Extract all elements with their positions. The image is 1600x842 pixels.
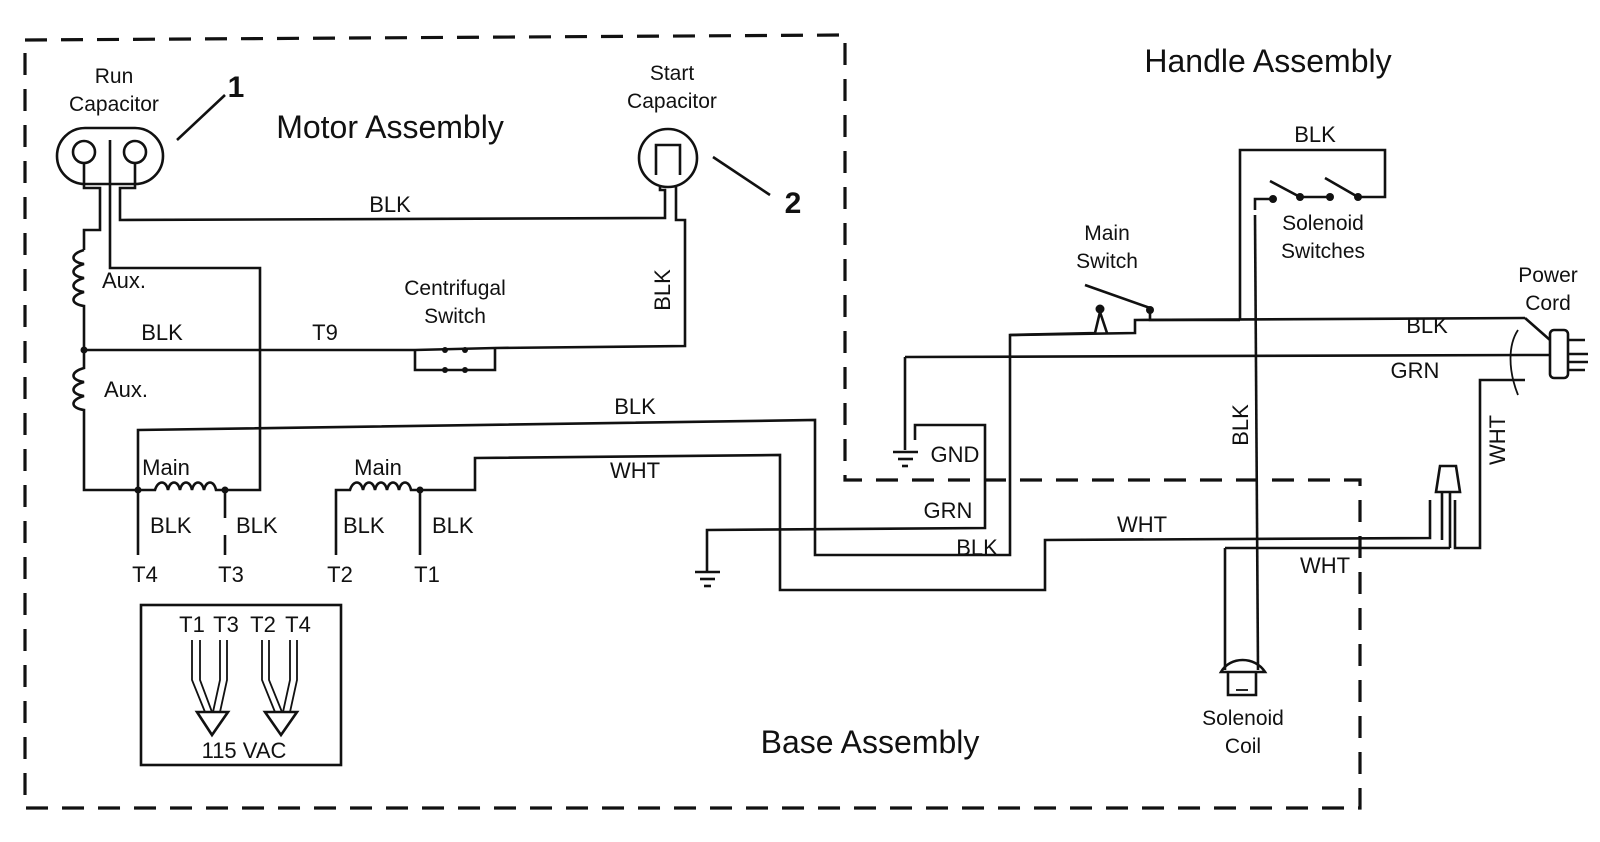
- vac-box-terminal-t2: T2: [250, 612, 276, 637]
- main-winding-left-label: Main: [142, 455, 190, 480]
- main-switch-label-line2: Switch: [1076, 250, 1138, 273]
- power-cord-label-line2: Cord: [1525, 292, 1571, 315]
- vac-box-terminal-t3: T3: [213, 612, 239, 637]
- wire-label-wht-base2: WHT: [1300, 553, 1350, 578]
- wire-label-power-blk: BLK: [1406, 313, 1448, 338]
- wire-label-start-blk: BLK: [650, 269, 675, 311]
- run-capacitor-label-line1: Run: [95, 65, 134, 88]
- wire-label-t3-blk: BLK: [236, 513, 278, 538]
- wire-label-solenoid-vertical-blk: BLK: [1228, 404, 1253, 446]
- terminal-t3: T3: [218, 562, 244, 587]
- base-assembly-title: Base Assembly: [761, 724, 980, 760]
- wire-label-t2-blk: BLK: [343, 513, 385, 538]
- wire-label-handle-wht: WHT: [1485, 415, 1510, 465]
- wire-label-power-grn: GRN: [1391, 358, 1440, 383]
- callout-2: 2: [785, 187, 802, 220]
- solenoid-switches-label-line2: Switches: [1281, 240, 1365, 263]
- main-winding-right-label: Main: [354, 455, 402, 480]
- wire-label-grn-base: GRN: [924, 498, 973, 523]
- vac-box-terminal-t1: T1: [179, 612, 205, 637]
- terminal-t2: T2: [327, 562, 353, 587]
- run-capacitor-terminal-left: [71, 139, 97, 165]
- wire-label-aux-blk: BLK: [141, 320, 183, 345]
- wire-label-cap-blk: BLK: [369, 192, 411, 217]
- callout-leader-2: [712, 155, 771, 197]
- vac-box-terminal-t4: T4: [285, 612, 311, 637]
- terminal-t4: T4: [132, 562, 158, 587]
- motor-wiring: [72, 140, 1526, 592]
- aux-winding-top-label: Aux.: [102, 268, 146, 293]
- base-wiring: [695, 353, 1526, 588]
- handle-wiring: [1009, 148, 1525, 697]
- wire-label-solenoid-blk: BLK: [1294, 122, 1336, 147]
- callout-1: 1: [228, 71, 245, 104]
- run-capacitor-terminal-right: [122, 139, 148, 165]
- solenoid-coil-label-line2: Coil: [1225, 735, 1261, 758]
- terminal-t1: T1: [414, 562, 440, 587]
- voltage-connection-box: [139, 603, 343, 767]
- main-switch-label-line1: Main: [1084, 222, 1130, 245]
- start-capacitor-label-line2: Capacitor: [627, 90, 717, 113]
- ground-label: GND: [931, 442, 980, 467]
- wire-label-t4-blk: BLK: [150, 513, 192, 538]
- wire-label-t1-blk: BLK: [432, 513, 474, 538]
- aux-winding-bottom-label: Aux.: [104, 377, 148, 402]
- handle-assembly-title: Handle Assembly: [1144, 43, 1391, 79]
- centrifugal-switch-label-line1: Centrifugal: [404, 277, 506, 300]
- power-cord-plug: [1509, 317, 1588, 396]
- start-capacitor-label-line1: Start: [650, 62, 695, 85]
- callout-leader-1: [176, 94, 226, 141]
- run-capacitor-label-line2: Capacitor: [69, 93, 159, 116]
- start-capacitor: [637, 127, 699, 189]
- solenoid-switches-label-line1: Solenoid: [1282, 212, 1364, 235]
- wire-label-main-blk: BLK: [614, 394, 656, 419]
- power-cord-label-line1: Power: [1518, 264, 1578, 287]
- vac-box-voltage: 115 VAC: [202, 738, 287, 763]
- centrifugal-switch-label-line2: Switch: [424, 305, 486, 328]
- motor-assembly-boundary: [23, 33, 1362, 810]
- wire-label-blk-base: BLK: [956, 535, 998, 560]
- motor-assembly-title: Motor Assembly: [276, 109, 504, 145]
- wire-label-main-wht: WHT: [610, 458, 660, 483]
- wire-label-wht-base: WHT: [1117, 512, 1167, 537]
- wire-label-t9: T9: [312, 320, 338, 345]
- centrifugal-switch: [413, 346, 497, 373]
- solenoid-coil-label-line1: Solenoid: [1202, 707, 1284, 730]
